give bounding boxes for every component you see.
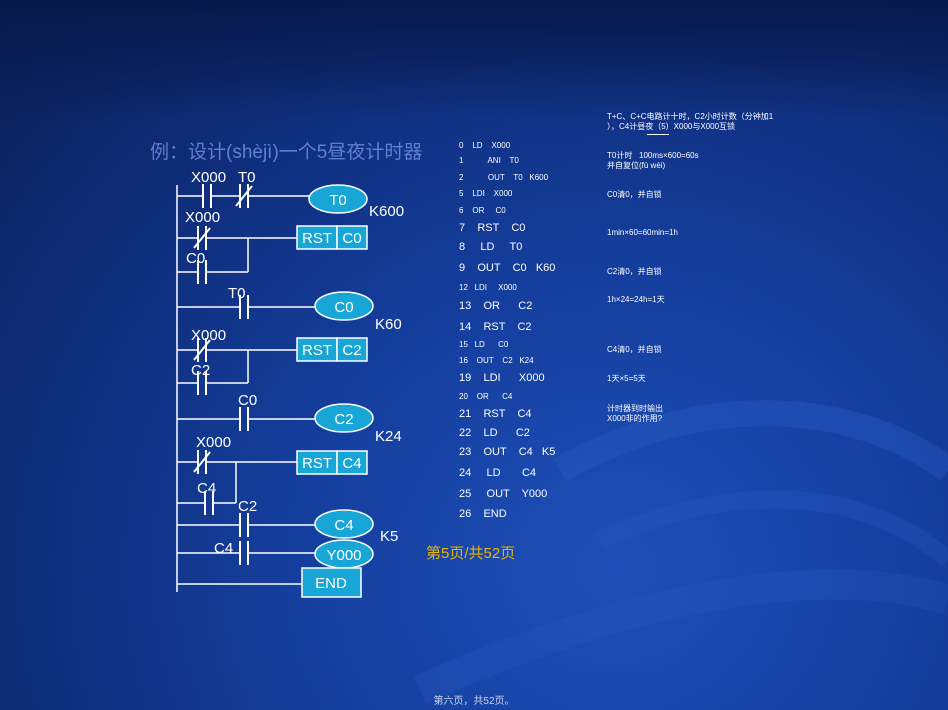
instruction-line: 19 LDI X000 [459,372,545,384]
coil-t0 [308,184,368,214]
coil-text: RST [302,342,332,359]
contact-x000-nc [193,226,211,250]
instruction-line: 12 LDI X000 [459,283,517,292]
contact-label: C0 [238,392,257,409]
note: 1min×60=60min=1h [607,228,678,237]
contact-t0-nc [235,184,253,208]
contact-label: C4 [197,480,216,497]
coil-text: C0 [334,299,353,316]
instruction-line: 9 OUT C0 K60 [459,262,556,274]
constant-label: K60 [375,316,402,333]
coil-text: RST [302,455,332,472]
contact-label: X000 [191,327,226,344]
instruction-line: 2 OUT T0 K600 [459,173,549,182]
instruction-line: 24 LD C4 [459,467,537,479]
contact-label: C0 [186,250,205,267]
coil-text: Y000 [326,547,361,564]
coil-text: C2 [342,342,361,359]
instruction-line: 23 OUT C4 K5 [459,446,556,458]
contact-c2-no [197,371,207,395]
instruction-line: 15 LD C0 [459,340,509,349]
coil-text: RST [302,230,332,247]
contact-t0-no [239,295,249,319]
instruction-line: 0 LD X000 [459,141,511,150]
page-number: 第5页/共52页 [426,545,516,562]
end-box [301,567,362,598]
constant-label: K24 [375,428,402,445]
coil-text: C4 [342,455,361,472]
contact-c0-no [197,260,207,284]
underline-mark [647,134,669,135]
instruction-line: 14 RST C2 [459,321,532,333]
coil-text: C4 [334,517,353,534]
instruction-line: 8 LD T0 [459,241,523,253]
contact-x000-nc [193,338,211,362]
contact-label: C2 [191,362,210,379]
contact-label: T0 [228,285,246,302]
contact-x000-nc [193,450,211,474]
background-fade [0,0,948,120]
constant-label: K5 [380,528,398,545]
coil-c4 [314,509,374,539]
coil-c2 [314,403,374,433]
instruction-line: 22 LD C2 [459,427,530,439]
coil-text: C0 [342,230,361,247]
contact-label: X000 [196,434,231,451]
note: 1h×24=24h=1天 [607,295,665,304]
note: T0计时 100ms×600=60s 并自复位(fù wèi) [607,151,699,170]
instruction-line: 6 OR C0 [459,206,506,215]
coil-c0 [314,291,374,321]
contact-label: C4 [214,540,233,557]
note: 计时器到时输出 X000非的作用? [607,404,663,423]
instruction-line: 20 OR C4 [459,392,513,401]
instruction-line: 16 OUT C2 K24 [459,356,534,365]
contact-label: T0 [238,169,256,186]
coil-text: END [315,575,347,592]
coil-text: T0 [329,192,347,209]
contact-c4-no [204,491,214,515]
instruction-line: 25 OUT Y000 [459,488,548,500]
instruction-line: 7 RST C0 [459,222,526,234]
rst-target-box [336,337,368,362]
rst-target-box [336,450,368,475]
rst-target-box [336,225,368,250]
note: 1天×5=5天 [607,374,646,383]
slide-title: 例：设计(shèjì)一个5昼夜计时器 [150,142,423,163]
contact-c0-no [239,407,249,431]
contact-label: X000 [191,169,226,186]
note: C0清0，并自锁 [607,190,662,199]
instruction-line: 1 ANI T0 [459,156,519,165]
instruction-line: 21 RST C4 [459,408,532,420]
note: C4清0，并自锁 [607,345,662,354]
note: T+C、C+C电路计十时，C2小时计数（分钟加1 ），C4计昼夜（5）X000与… [607,112,774,131]
contact-c2-no [239,513,249,537]
coil-text: C2 [334,411,353,428]
note: C2清0，并自锁 [607,267,662,276]
instruction-line: 26 END [459,508,507,520]
contact-label: X000 [185,209,220,226]
constant-label: K600 [369,203,404,220]
ladder-wires [176,185,316,592]
instruction-line: 5 LDI X000 [459,189,513,198]
contact-x000-no [202,184,212,208]
contact-c4-no [239,541,249,565]
contact-label: C2 [238,498,257,515]
instruction-line: 13 OR C2 [459,300,533,312]
footer-text: 第六页，共52页。 [433,696,515,707]
